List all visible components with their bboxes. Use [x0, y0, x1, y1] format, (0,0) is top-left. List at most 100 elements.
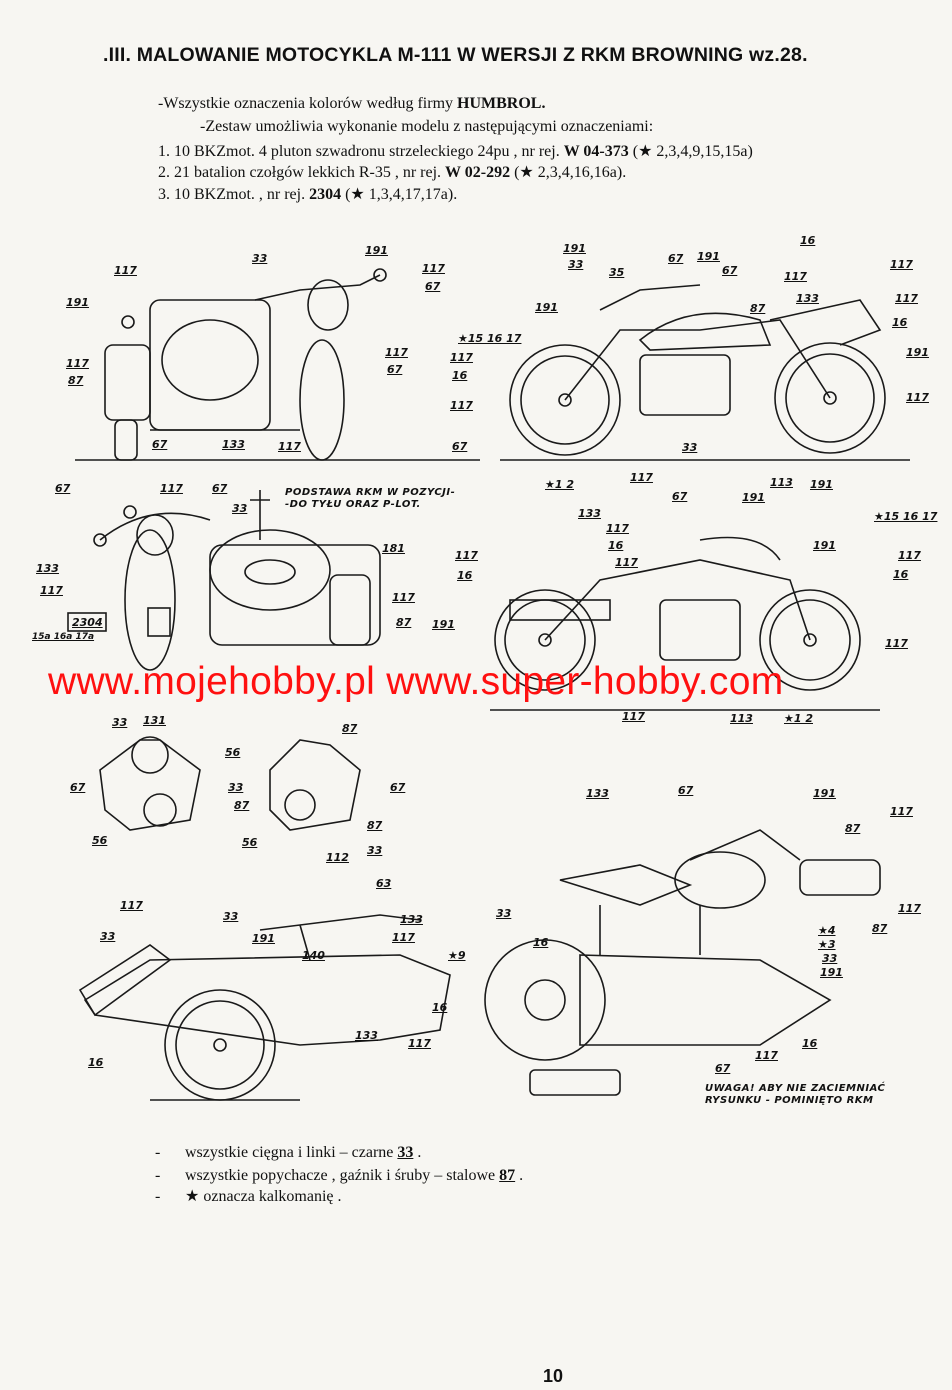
callout-label: 117: [114, 264, 137, 277]
callout-label: 133: [36, 562, 59, 575]
marking-reg: W 04-373: [563, 143, 629, 160]
callout-label: 87: [872, 922, 888, 935]
callout-label: 117: [890, 805, 913, 818]
callout-label: 117: [885, 637, 908, 650]
callout-label: 56: [92, 834, 108, 847]
marking-option-3: 3. 10 BKZmot. , nr rej. 2304 (★ 1,3,4,17…: [158, 184, 457, 204]
callout-label: ★15 16 17: [874, 510, 938, 523]
callout-label: 117: [898, 902, 921, 915]
callout-label: 117: [450, 399, 473, 412]
callout-label: 191: [697, 250, 720, 263]
callout-label: 191: [813, 787, 836, 800]
footnote-decal: -★ oznacza kalkomanię .: [155, 1188, 342, 1205]
callout-label: 191: [66, 296, 89, 309]
footnote-text: ★ oznacza kalkomanię .: [185, 1188, 342, 1205]
callout-label: 2304: [72, 616, 103, 629]
callout-label: ★4: [818, 924, 836, 937]
callout-label: 67: [722, 264, 738, 277]
callout-label: 117: [895, 292, 918, 305]
callout-label: 16: [893, 568, 909, 581]
footnote-pushrods: -wszystkie popychacze , gaźnik i śruby –…: [155, 1167, 524, 1184]
page-number: 10: [543, 1366, 564, 1386]
marking-decals: (★ 1,3,4,17,17a).: [345, 186, 458, 203]
callout-label: 133: [222, 438, 245, 451]
callout-label: ★15 16 17: [458, 332, 522, 345]
marking-decals: (★ 2,3,4,16,16a).: [514, 164, 627, 181]
callout-label: 133: [796, 292, 819, 305]
callout-label: 67: [452, 440, 468, 453]
footnote-cables: -wszystkie cięgna i linki – czarne 33 .: [155, 1144, 422, 1161]
page-title: .III. MALOWANIE MOTOCYKLA M-111 W WERSJI…: [103, 44, 808, 66]
callout-label: 133: [400, 913, 423, 926]
callout-label: 133: [586, 787, 609, 800]
callout-label: 113: [730, 712, 753, 725]
callout-label: 117: [392, 591, 415, 604]
callout-label: 33: [232, 502, 248, 515]
note-line: UWAGA! ABY NIE ZACIEMNIAĆ: [705, 1083, 886, 1094]
callout-label: 16: [432, 1001, 448, 1014]
callout-label: ★3: [818, 938, 836, 951]
callout-label: 33: [682, 441, 698, 454]
footnote-end: .: [413, 1144, 422, 1161]
callout-label: 181: [382, 542, 405, 555]
callout-label: 117: [385, 346, 408, 359]
engines-drawing: [99, 736, 361, 831]
callout-label: 117: [455, 549, 478, 562]
callout-label: 67: [55, 482, 71, 495]
callout-label: 191: [535, 301, 558, 314]
callout-label: 112: [326, 851, 349, 864]
callout-label: 33: [367, 844, 383, 857]
callout-label: 33: [822, 952, 838, 965]
callout-label: 16: [802, 1037, 818, 1050]
marking-reg: 2304: [309, 186, 342, 203]
callout-label: 117: [784, 270, 807, 283]
footnote-text: wszystkie popychacze , gaźnik i śruby – …: [185, 1167, 500, 1184]
sidecar-side-drawing: [78, 914, 451, 1101]
callout-label: 117: [890, 258, 913, 271]
callout-label: 117: [615, 556, 638, 569]
callout-label: 191: [820, 966, 843, 979]
callout-label: 191: [810, 478, 833, 491]
callout-label: 33: [100, 930, 116, 943]
callout-label: 35: [609, 266, 625, 279]
marking-option-1: 1. 10 BKZmot. 4 pluton szwadronu strzele…: [158, 141, 753, 161]
callout-label: 191: [906, 346, 929, 359]
callout-label: 67: [390, 781, 406, 794]
callout-label: 87: [845, 822, 861, 835]
paint-code: 33: [397, 1144, 414, 1161]
callout-label: 16: [608, 539, 624, 552]
callout-label: 87: [367, 819, 383, 832]
callout-label: 117: [906, 391, 929, 404]
callout-label: 16: [457, 569, 473, 582]
callout-label: 117: [630, 471, 653, 484]
callout-label: 87: [68, 374, 84, 387]
callout-label: 16: [892, 316, 908, 329]
callout-label: 133: [578, 507, 601, 520]
front-view-sidecar-drawing: [67, 490, 381, 671]
callout-label: 87: [396, 616, 412, 629]
marking-option-2: 2. 21 batalion czołgów lekkich R-35 , nr…: [158, 162, 626, 182]
callout-label: 63: [376, 877, 392, 890]
callout-label: 117: [160, 482, 183, 495]
callout-label: 56: [225, 746, 241, 759]
callout-label: 56: [242, 836, 258, 849]
callout-label: 67: [387, 363, 403, 376]
callout-label: 67: [672, 490, 688, 503]
callout-label: 191: [813, 539, 836, 552]
callout-label: 117: [755, 1049, 778, 1062]
callout-label: 67: [715, 1062, 731, 1075]
callout-label: 16: [88, 1056, 104, 1069]
footnote-end: .: [515, 1167, 524, 1184]
callout-label: 117: [898, 549, 921, 562]
callout-label: 117: [40, 584, 63, 597]
callout-label: 133: [355, 1029, 378, 1042]
note-line: PODSTAWA RKM W POZYCJI-: [285, 487, 456, 498]
intro-humbrol: -Wszystkie oznaczenia kolorów według fir…: [158, 95, 545, 113]
callout-label: 117: [392, 931, 415, 944]
callout-label: 191: [365, 244, 388, 257]
callout-label: 191: [432, 618, 455, 631]
callout-label: 113: [770, 476, 793, 489]
callout-label: 33: [112, 716, 128, 729]
callout-label: 33: [568, 258, 584, 271]
callout-label: 87: [750, 302, 766, 315]
